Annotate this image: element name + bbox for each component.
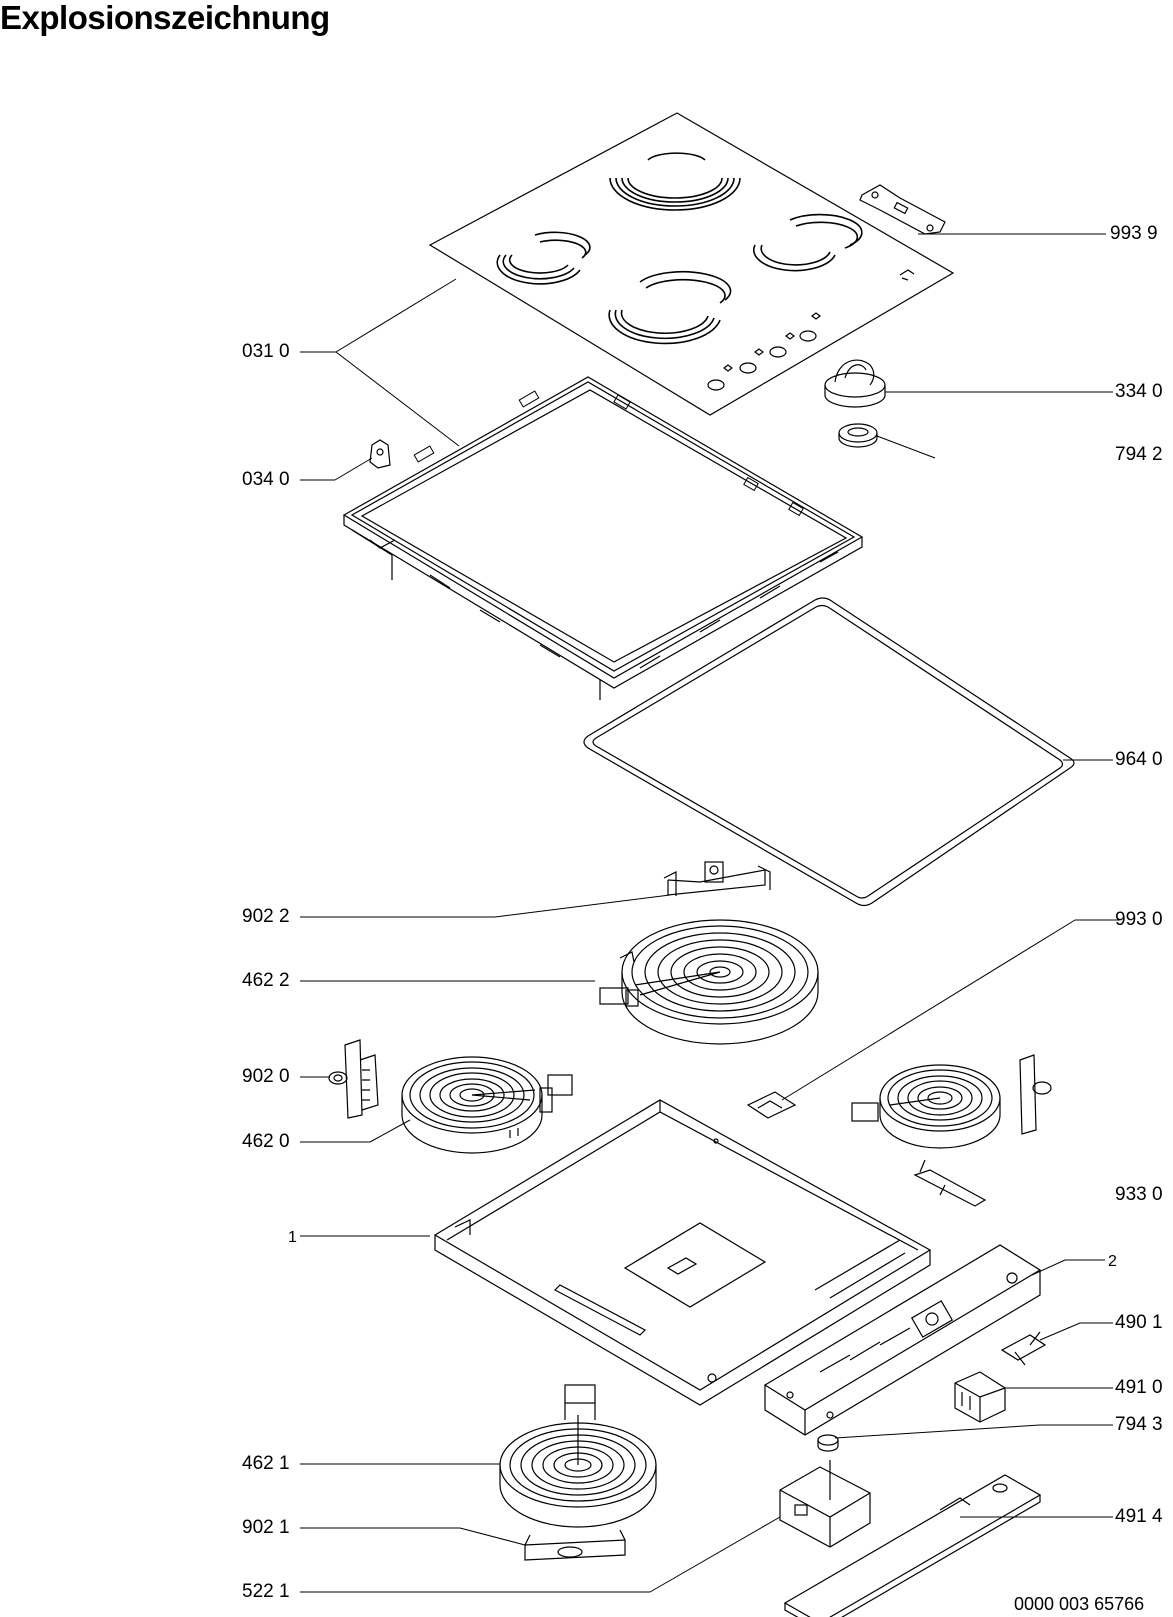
part-label-462-1: 462 1 — [242, 1453, 290, 1474]
part-label-902-2: 902 2 — [242, 906, 290, 927]
part-label-491-0: 491 0 — [1115, 1377, 1163, 1398]
washer-794-2 — [838, 423, 878, 448]
part-label-933-0: 933 0 — [1115, 1184, 1163, 1205]
bracket-902-0 — [328, 1039, 379, 1119]
frame — [342, 376, 864, 700]
bracket-902-2 — [663, 861, 771, 896]
part-label-964-0: 964 0 — [1115, 749, 1163, 770]
control-housing — [763, 1244, 1042, 1436]
knob-334-0 — [824, 359, 886, 408]
switch-522-1 — [779, 1460, 871, 1548]
part-label-993-9: 993 9 — [1110, 223, 1158, 244]
part-label-462-2: 462 2 — [242, 970, 290, 991]
part-label-1: 1 — [288, 1229, 297, 1246]
leader-lines — [300, 233, 1120, 1593]
seal-964-0 — [583, 597, 1075, 907]
part-label-031-0: 031 0 — [242, 341, 290, 362]
part-label-902-0: 902 0 — [242, 1066, 290, 1087]
washer-794-3 — [817, 1434, 839, 1452]
part-label-902-1: 902 1 — [242, 1517, 290, 1538]
part-label-034-0: 034 0 — [242, 469, 290, 490]
part-label-993-0: 993 0 — [1115, 909, 1163, 930]
document-code: 0000 003 65766 — [1014, 1594, 1145, 1614]
part-label-522-1: 522 1 — [242, 1581, 290, 1602]
part-label-462-0: 462 0 — [242, 1131, 290, 1152]
bracket-902-1 — [524, 1529, 626, 1561]
part-label-490-1: 490 1 — [1115, 1312, 1163, 1333]
bottom-tray — [433, 1099, 932, 1406]
part-label-491-4: 491 4 — [1115, 1506, 1163, 1527]
cover-strip-491-4 — [783, 1474, 1042, 1617]
terminal-block-491-0 — [954, 1371, 1006, 1423]
clip-034-0 — [369, 439, 391, 469]
part-933-0 — [913, 1159, 987, 1207]
heating-element-right — [851, 1054, 1052, 1149]
bracket-993-9 — [859, 184, 946, 235]
heating-element-462-0 — [401, 1056, 573, 1154]
clip-490-1 — [1000, 1331, 1047, 1366]
heating-element-462-1 — [499, 1384, 657, 1528]
part-label-794-2: 794 2 — [1115, 444, 1163, 465]
part-label-334-0: 334 0 — [1115, 381, 1163, 402]
clip-993-0 — [746, 1091, 797, 1119]
part-label-794-3: 794 3 — [1115, 1414, 1163, 1435]
page-title: Explosionszeichnung — [0, 0, 330, 36]
heating-element-462-2 — [599, 919, 819, 1045]
part-label-2: 2 — [1108, 1253, 1117, 1270]
glass-ceramic-top — [428, 112, 955, 416]
